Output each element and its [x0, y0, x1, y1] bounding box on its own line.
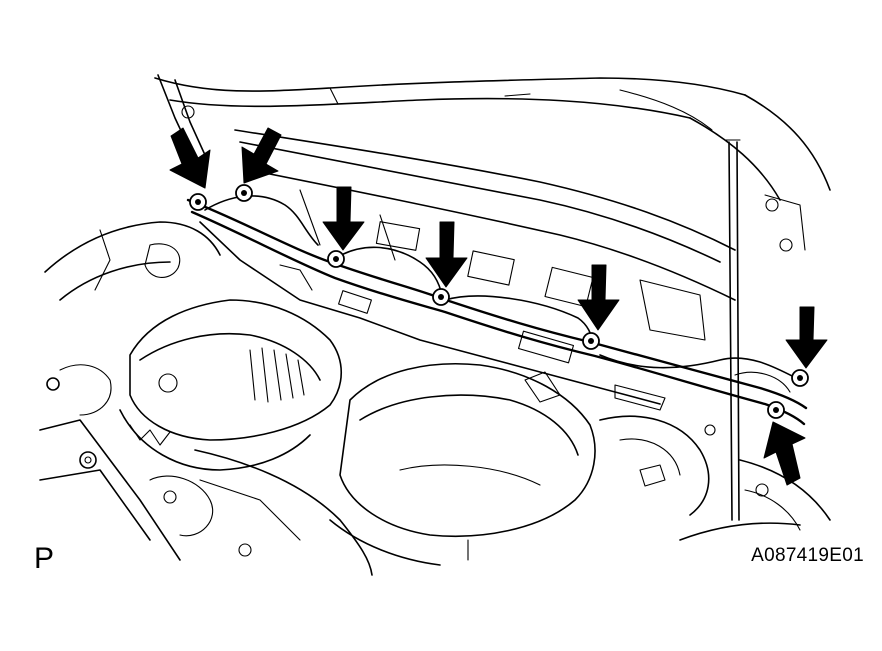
engine-cover — [46, 299, 342, 471]
left-bay-components — [39, 221, 373, 576]
bolt-7 — [767, 401, 785, 419]
arrow-down-icon — [785, 306, 828, 369]
arrow-down-right-icon — [169, 127, 211, 189]
hood-support-rod — [725, 139, 741, 521]
arrow-down-icon — [425, 221, 468, 288]
bolt-2 — [235, 184, 253, 202]
cowl-panel — [186, 195, 808, 426]
center-bay-components — [329, 362, 831, 566]
bolt-6 — [791, 369, 809, 387]
arrow-down-icon — [322, 186, 365, 251]
bolt-3 — [327, 250, 345, 268]
pointer-arrows — [169, 127, 828, 486]
bolt-4 — [432, 288, 450, 306]
arrow-up-left-icon — [763, 421, 806, 486]
bolt-1 — [189, 193, 207, 211]
arrow-down-icon — [577, 264, 620, 331]
view-label: P — [34, 542, 55, 575]
figure-code: A087419E01 — [751, 545, 864, 566]
arrow-down-left-icon — [241, 127, 282, 184]
windshield-cowl — [234, 129, 806, 341]
cowl-bolts — [189, 184, 809, 419]
hood-outline — [154, 74, 831, 201]
bolt-5 — [582, 332, 600, 350]
